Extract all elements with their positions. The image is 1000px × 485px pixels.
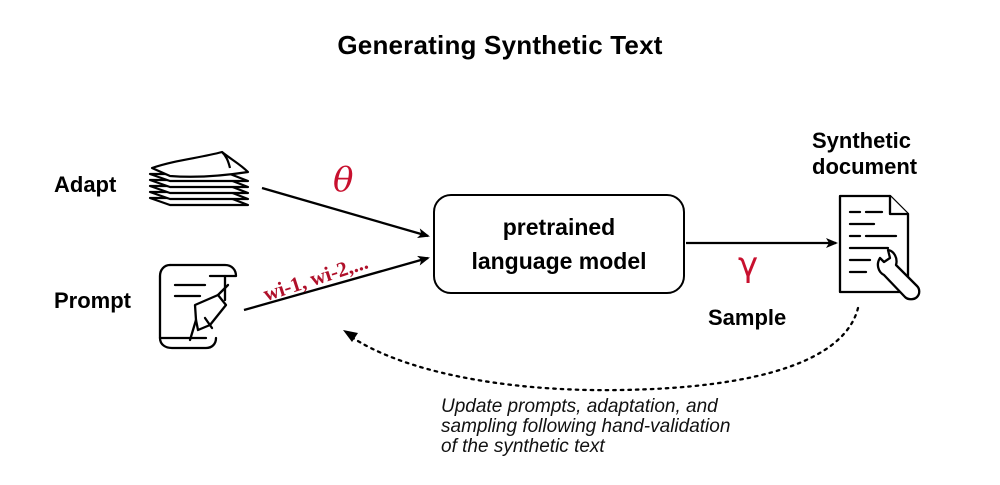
synthetic-label-line2: document: [812, 154, 918, 179]
feedback-arrow: [348, 306, 860, 392]
synthetic-document-label: Synthetic document: [812, 128, 917, 180]
adapt-arrow: [261, 186, 430, 239]
prompt-arrow: [243, 255, 430, 312]
gamma-symbol: γ: [738, 245, 759, 285]
document-wrench-icon: [838, 194, 921, 301]
sample-label: Sample: [708, 305, 787, 330]
adapt-label: Adapt: [54, 172, 117, 197]
page-title: Generating Synthetic Text: [337, 30, 663, 60]
scroll-pen-icon: [158, 263, 238, 350]
feedback-arrowhead: [343, 330, 358, 342]
caption-line2: sampling following hand-validation: [441, 416, 731, 437]
caption-line3: of the synthetic text: [441, 436, 605, 457]
language-model-box: pretrained language model: [433, 194, 685, 294]
model-label-line2: language model: [471, 248, 647, 274]
prompt-label: Prompt: [54, 288, 131, 313]
feedback-caption: Update prompts, adaptation, and sampling…: [441, 397, 861, 457]
model-label-line1: pretrained: [502, 214, 616, 240]
theta-symbol: θ: [333, 160, 354, 200]
caption-line1: Update prompts, adaptation, and: [441, 396, 718, 417]
synthetic-label-line1: Synthetic: [812, 128, 912, 153]
paper-stack-icon: [148, 150, 250, 207]
